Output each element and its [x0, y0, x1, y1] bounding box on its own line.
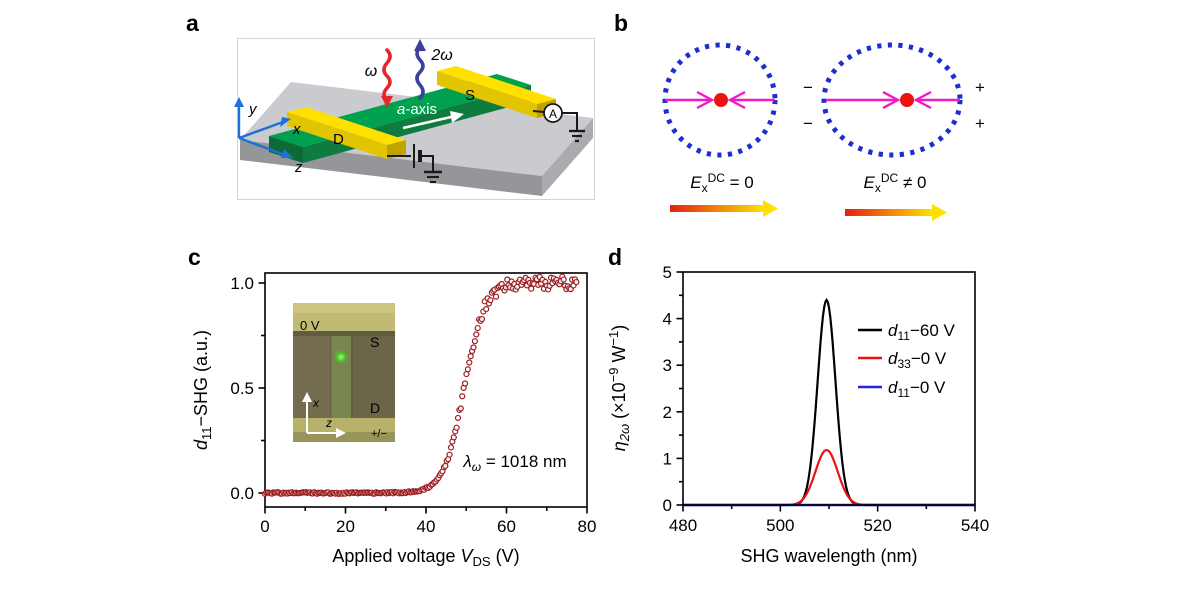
svg-text:60: 60	[497, 517, 516, 536]
svg-text:0.0: 0.0	[230, 484, 254, 503]
axis-x-label: x	[292, 121, 301, 138]
d-legend: d11−60 V d33−0 V d11−0 V	[858, 321, 955, 400]
d-y-axis-title: η2ω (×10−9 W−1)	[606, 325, 632, 452]
d-x-axis-title: SHG wavelength (nm)	[740, 546, 917, 566]
c-y-axis-title: d11−SHG (a.u.)	[191, 330, 214, 450]
curve-d33−0 V	[683, 448, 975, 507]
a-axis-label: a-axis	[397, 101, 437, 118]
battery-ground-wire	[422, 155, 434, 172]
panel-b-label: b	[614, 10, 629, 36]
source-wire	[532, 110, 545, 113]
two-omega-beam-arrowhead-icon	[414, 39, 426, 51]
svg-text:3: 3	[663, 356, 672, 375]
svg-text:0: 0	[260, 517, 269, 536]
inset-bias-label: 0 V	[300, 318, 320, 333]
legend-label-d11-60V: d11−60 V	[888, 321, 955, 343]
ammeter-label: A	[549, 107, 557, 121]
substrate-side-face	[542, 118, 593, 196]
c-y-ticks: 0.0 0.5 1.0	[230, 274, 265, 503]
svg-text:20: 20	[336, 517, 355, 536]
panel-d-chart: 480 500 520 540 0 1 2 3 4 5 d11−60 V d33−0 V d11…	[606, 263, 989, 566]
field-nonzero-caption: ExDC ≠ 0	[864, 171, 927, 195]
svg-text:540: 540	[961, 516, 989, 535]
panel-a-device-schematic: ω 2ω a-axis D S y x z	[234, 38, 595, 200]
svg-text:40: 40	[417, 517, 436, 536]
coordinate-axes-arrowheads	[234, 97, 294, 158]
two-omega-beam-icon	[415, 46, 425, 100]
svg-text:80: 80	[578, 517, 597, 536]
c-data-points	[261, 273, 580, 497]
inset-plusminus-label: +/−	[371, 428, 387, 440]
svg-text:4: 4	[663, 310, 672, 329]
inset-x-arrowhead-icon	[302, 392, 312, 402]
c-wavelength-annotation: λω = 1018 nm	[462, 452, 566, 474]
ground-symbol-ammeter	[569, 129, 585, 143]
panel-c-chart: 0 20 40 60 80 0.0 0.5 1.0 0 V S D +/−	[191, 272, 596, 569]
omega-beam-icon	[382, 48, 392, 102]
drain-electrode-end	[387, 140, 406, 159]
svg-text:1: 1	[663, 449, 672, 468]
panel-b-sketch: − − + + ExDC = 0 ExDC ≠ 0	[662, 42, 985, 221]
plus-sign-top: +	[975, 78, 985, 97]
d-x-ticks: 480 500 520 540	[669, 505, 989, 535]
source-label: S	[465, 87, 475, 104]
field-gradient-arrow-left	[670, 200, 778, 217]
legend-label-d11-0V: d11−0 V	[888, 378, 946, 400]
coordinate-axes	[237, 106, 286, 157]
a-axis-arrow	[402, 115, 452, 130]
ion-core-dot-right	[900, 93, 914, 107]
ground-symbol-drain	[424, 170, 442, 184]
omega-label: ω	[365, 63, 377, 80]
svg-text:1.0: 1.0	[230, 274, 254, 293]
svg-text:480: 480	[669, 516, 697, 535]
ammeter-ground-wire	[562, 112, 578, 131]
svg-text:5: 5	[663, 263, 672, 282]
inset-z-arrowhead-icon	[336, 428, 346, 438]
restoring-force-arrows-left	[665, 90, 775, 110]
panel-a-label: a	[186, 10, 199, 36]
minus-sign-top: −	[803, 78, 813, 97]
inset-axes-arrows	[306, 400, 338, 434]
panel-c-label: c	[188, 244, 201, 270]
drain-electrode-top	[287, 107, 406, 145]
ion-core-dot-left	[714, 93, 728, 107]
drain-label: D	[333, 131, 344, 148]
source-electrode-front	[437, 71, 537, 118]
c-x-axis-title: Applied voltage VDS (V)	[332, 546, 519, 569]
inset-drain-label: D	[370, 400, 380, 416]
restoring-force-arrows-right	[826, 90, 960, 110]
d-y-ticks: 0 1 2 3 4 5	[663, 263, 683, 515]
axis-z-label: z	[294, 159, 303, 176]
c-x-ticks: 0 20 40 60 80	[260, 507, 596, 536]
crystal-end-face	[269, 136, 303, 163]
axis-y-label: y	[248, 101, 258, 118]
panel-d-label: d	[608, 244, 623, 270]
d-plot-frame	[682, 271, 976, 506]
plus-sign-bottom: +	[975, 114, 985, 133]
legend-label-d33-0V: d33−0 V	[888, 349, 947, 371]
svg-text:520: 520	[863, 516, 891, 535]
svg-text:0.5: 0.5	[230, 379, 254, 398]
laser-spot-icon	[334, 350, 348, 364]
drain-electrode-front	[287, 112, 387, 159]
a-axis-arrowhead-icon	[450, 111, 464, 123]
inset-axis-z-label: z	[325, 416, 332, 430]
omega-beam-arrowhead-icon	[381, 96, 393, 108]
two-omega-label: 2ω	[430, 47, 452, 64]
field-gradient-arrow-right	[845, 204, 947, 221]
minus-sign-bottom: −	[803, 114, 813, 133]
field-zero-caption: ExDC = 0	[690, 171, 754, 195]
c-inset-micrograph: 0 V S D +/− x z	[293, 303, 395, 442]
c-plot-frame	[264, 272, 588, 508]
inset-axis-x-label: x	[312, 396, 320, 410]
source-electrode-top	[437, 66, 556, 104]
svg-text:0: 0	[663, 496, 672, 515]
svg-text:2: 2	[663, 403, 672, 422]
inset-source-label: S	[370, 334, 379, 350]
svg-text:500: 500	[766, 516, 794, 535]
